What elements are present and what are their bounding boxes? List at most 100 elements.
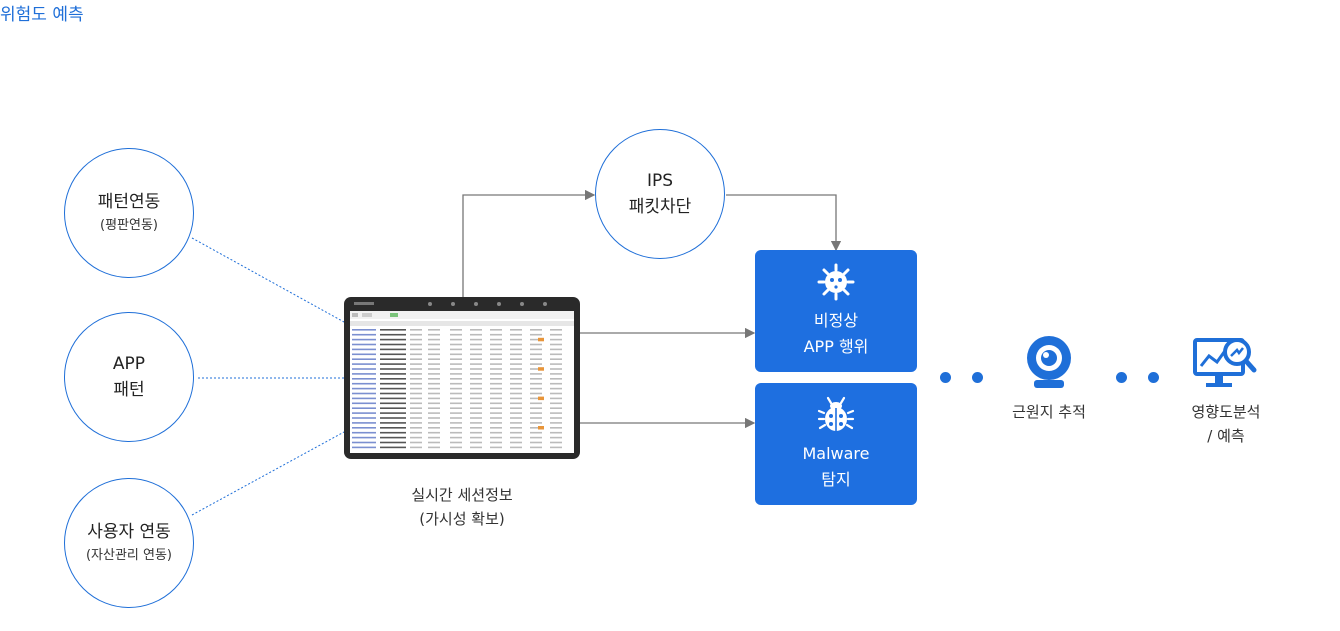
session-row-cell	[490, 343, 502, 346]
session-row-cell	[428, 436, 440, 439]
session-row-cell	[470, 333, 482, 336]
session-row-cell	[410, 446, 422, 449]
node-ips: IPS 패킷차단	[595, 129, 725, 259]
session-row-cell	[490, 368, 502, 370]
session-row-cell	[380, 417, 406, 419]
session-row-cell	[380, 358, 406, 360]
session-row-cell	[428, 446, 440, 449]
session-row-cell	[530, 363, 542, 365]
session-row-cell	[450, 417, 462, 419]
session-row-cell	[410, 402, 422, 405]
session-row-cell	[352, 392, 376, 395]
node-app-title: APP	[112, 354, 146, 374]
session-row-cell	[530, 373, 542, 375]
session-row-cell	[352, 358, 376, 360]
session-row-cell	[352, 382, 376, 385]
flow-dot	[1116, 372, 1127, 383]
session-row-cell	[530, 402, 542, 405]
session-row-cell	[352, 387, 376, 390]
session-row-cell	[470, 343, 482, 346]
session-row-cell	[428, 378, 440, 380]
session-row-cell	[352, 343, 376, 346]
session-row-cell	[470, 378, 482, 380]
session-row-cell	[380, 348, 406, 351]
session-row-cell	[490, 397, 502, 400]
analysis-monitor-icon	[1193, 338, 1257, 387]
box-abnormal-line1: 비정상	[813, 311, 859, 330]
session-row-cell	[490, 373, 502, 375]
session-row-cell	[352, 353, 376, 356]
session-row-cell	[490, 348, 502, 351]
session-row-cell	[450, 363, 462, 365]
session-row-cell	[410, 343, 422, 346]
node-app-title2: 패턴	[113, 380, 145, 400]
session-row-cell	[410, 431, 422, 434]
session-row-cell	[428, 348, 440, 351]
session-row-cell	[410, 378, 422, 380]
session-row-cell	[550, 431, 562, 434]
session-row-cell	[352, 427, 376, 429]
session-row-cell	[550, 422, 562, 424]
session-row-cell	[550, 441, 562, 444]
session-row-cell	[490, 441, 502, 444]
bug-icon	[817, 396, 855, 431]
session-row-cell	[550, 329, 562, 331]
session-row-cell	[490, 422, 502, 424]
session-row-cell	[428, 392, 440, 395]
monitor-caption: 실시간 세션정보 (가시성 확보)	[382, 483, 542, 531]
session-row-cell	[550, 446, 562, 449]
ips-line1: IPS	[646, 171, 674, 191]
session-row-cell	[510, 333, 522, 336]
session-row-cell	[352, 363, 376, 365]
session-row-cell	[510, 431, 522, 434]
session-row-cell	[380, 329, 406, 331]
arrow-to-ips	[462, 189, 596, 297]
session-row-cell	[550, 387, 562, 390]
session-row-cell	[380, 333, 406, 336]
link-user	[191, 431, 345, 516]
session-row-cell	[428, 417, 440, 419]
session-row-cell	[380, 397, 406, 400]
session-row-cell	[450, 329, 462, 331]
session-row-cell	[450, 407, 462, 409]
session-row-cell	[530, 348, 542, 351]
session-row-cell	[450, 358, 462, 360]
session-row-cell	[352, 368, 376, 370]
session-row-cell	[530, 338, 542, 341]
session-row-cell	[450, 422, 462, 424]
session-row-cell	[380, 382, 406, 385]
session-row-cell	[550, 407, 562, 409]
session-row-cell	[380, 427, 406, 429]
session-row-cell	[510, 382, 522, 385]
session-row-cell	[490, 417, 502, 419]
session-row-cell	[380, 387, 406, 390]
session-row-cell	[490, 333, 502, 336]
node-pattern-title: 패턴연동	[97, 192, 161, 212]
session-row-cell	[450, 431, 462, 434]
session-row-cell	[428, 363, 440, 365]
session-row-cell	[550, 412, 562, 414]
session-row-cell	[490, 402, 502, 405]
session-row-cell	[510, 348, 522, 351]
session-row-cell	[530, 446, 542, 449]
session-row-cell	[380, 436, 406, 439]
trace-label: 근원지 추적	[1012, 403, 1086, 421]
session-row-cell	[490, 436, 502, 439]
session-row-cell	[550, 338, 562, 341]
session-row-cell	[530, 387, 542, 390]
session-row-cell	[410, 436, 422, 439]
session-row-cell	[428, 373, 440, 375]
session-row-cell	[428, 431, 440, 434]
session-row-cell	[450, 378, 462, 380]
node-user-sub: (자산관리 연동)	[85, 548, 173, 563]
session-row-cell	[428, 338, 440, 341]
session-row-cell	[530, 427, 542, 429]
session-warning-mark	[538, 396, 544, 401]
session-row-cell	[490, 378, 502, 380]
session-row-cell	[380, 446, 406, 449]
session-row-cell	[510, 427, 522, 429]
session-row-cell	[530, 358, 542, 360]
session-row-cell	[470, 373, 482, 375]
ips-line2: 패킷차단	[628, 197, 692, 217]
session-row-cell	[470, 427, 482, 429]
